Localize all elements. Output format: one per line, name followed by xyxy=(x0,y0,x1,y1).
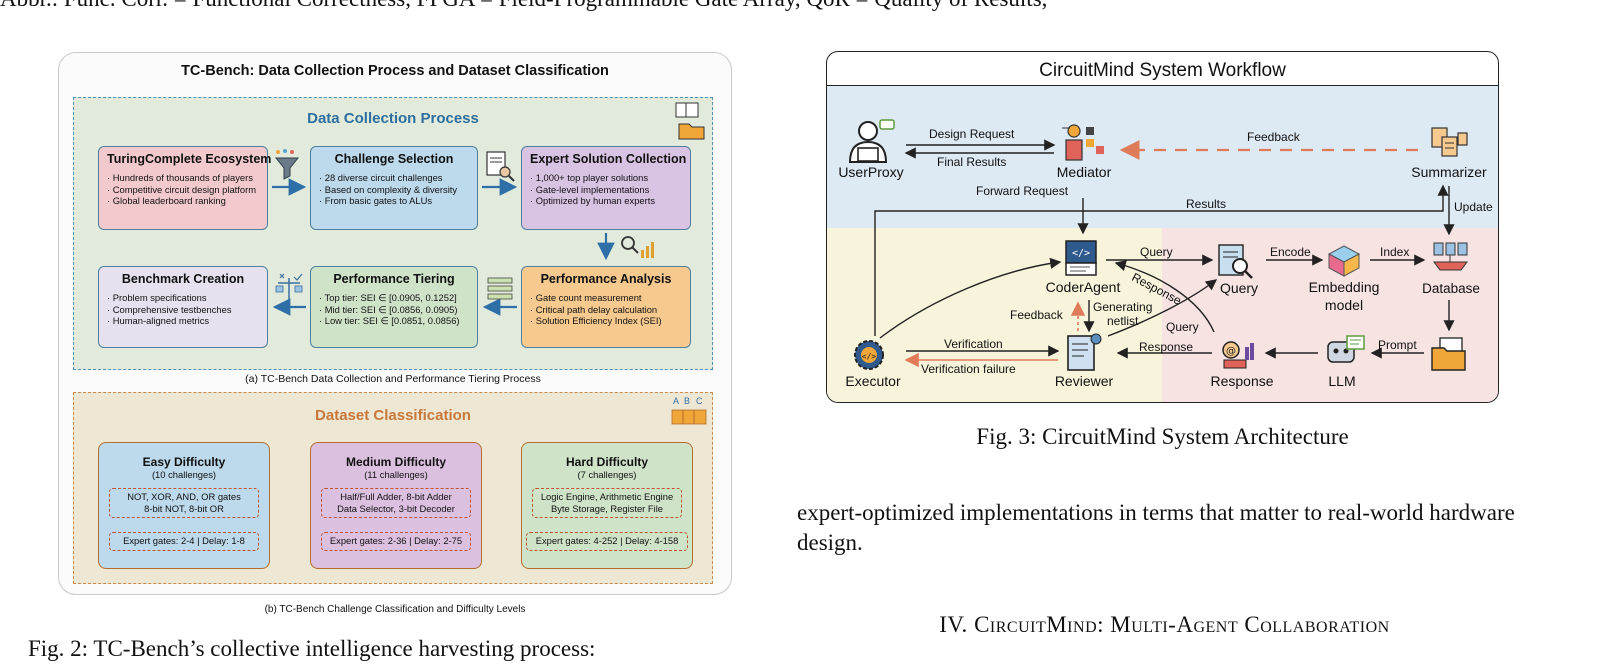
box-title: TuringComplete Ecosystem xyxy=(107,152,272,166)
box-line: · Comprehensive testbenches xyxy=(107,303,232,315)
box-line: · 1,000+ top player solutions xyxy=(530,172,649,183)
node-label-query: Query xyxy=(1219,280,1259,296)
edge-label-verification: Verification xyxy=(944,337,1003,351)
node-label-database: Database xyxy=(1422,281,1480,296)
easy-difficulty-card: Easy Difficulty (10 challenges) NOT, XOR… xyxy=(98,442,270,569)
edge-label-results: Results xyxy=(1186,197,1227,211)
box-line: · Solution Efficiency Index (SEI) xyxy=(530,315,662,326)
difficulty-examples: NOT, XOR, AND, OR gates 8-bit NOT, 8-bit… xyxy=(109,488,259,518)
hard-difficulty-card: Hard Difficulty (7 challenges) Logic Eng… xyxy=(521,442,693,569)
difficulty-title: Easy Difficulty xyxy=(142,455,226,469)
difficulty-examples: Logic Engine, Arithmetic Engine Byte Sto… xyxy=(532,488,682,518)
edge-label-index: Index xyxy=(1380,245,1410,259)
classification-caption: (b) TC-Bench Challenge Classification an… xyxy=(264,604,526,615)
box-title: Challenge Selection xyxy=(334,152,454,166)
box-performance-tiering: Performance Tiering · Top tier: SEI ∈ [0… xyxy=(310,266,478,348)
box-line: · Hundreds of thousands of players xyxy=(107,172,253,183)
edge-label-feedback: Feedback xyxy=(1247,130,1300,144)
box-expert-solution-collection: Expert Solution Collection · 1,000+ top … xyxy=(521,146,691,230)
data-collection-title: Data Collection Process xyxy=(307,110,479,127)
section-numeral: IV. xyxy=(939,612,968,637)
data-collection-caption: (a) TC-Bench Data Collection and Perform… xyxy=(245,373,541,385)
box-title: Benchmark Creation xyxy=(121,272,245,286)
difficulty-count: (7 challenges) xyxy=(577,469,637,480)
edge-label-generating-netlist: Generating netlist xyxy=(1093,300,1153,328)
title-divider xyxy=(827,85,1498,86)
box-title: Expert Solution Collection xyxy=(530,152,687,166)
edge-label-verification-failure: Verification failure xyxy=(921,362,1016,376)
box-challenge-selection: Challenge Selection · 28 diverse circuit… xyxy=(310,146,478,230)
body-paragraph: expert-optimized implementations in term… xyxy=(797,500,1515,555)
section-title: CircuitMind: Multi-Agent Collaboration xyxy=(974,612,1390,637)
node-label-executor: Executor xyxy=(845,373,901,389)
abc-icon-letter: A xyxy=(673,396,680,406)
figure-2-title: TC-Bench: Data Collection Process and Da… xyxy=(181,63,609,79)
difficulty-title: Hard Difficulty xyxy=(565,455,648,469)
node-label-llm: LLM xyxy=(1328,373,1356,389)
box-benchmark-creation: Benchmark Creation · Problem specificati… xyxy=(98,266,268,348)
box-line: · Based on complexity & diversity xyxy=(319,183,458,195)
box-line: · Top tier: SEI ∈ [0.0905, 0.1252] xyxy=(319,292,457,303)
box-line: · 28 diverse circuit challenges xyxy=(319,172,443,183)
edge-label-query-diagonal: Query xyxy=(1166,320,1199,334)
clipped-text-line: Abbr.: Func. Corr. = Functional Correctn… xyxy=(0,0,1613,12)
difficulty-title: Medium Difficulty xyxy=(345,455,446,469)
node-label-reviewer: Reviewer xyxy=(1054,373,1114,389)
example-line: 8-bit NOT, 8-bit OR xyxy=(144,503,224,514)
edge-label-prompt: Prompt xyxy=(1378,338,1417,352)
box-line: · Optimized by human experts xyxy=(530,195,656,206)
edge-label-final-results: Final Results xyxy=(937,155,1007,169)
example-line: NOT, XOR, AND, OR gates xyxy=(127,491,241,502)
edge-label-design-request: Design Request xyxy=(929,127,1015,141)
box-line: · From basic gates to ALUs xyxy=(319,195,433,206)
box-title: Performance Analysis xyxy=(540,272,672,286)
difficulty-examples: Half/Full Adder, 8-bit Adder Data Select… xyxy=(321,488,471,518)
box-line: · Low tier: SEI ∈ [0.0851, 0.0856) xyxy=(319,315,460,326)
medium-difficulty-card: Medium Difficulty (11 challenges) Half/F… xyxy=(310,442,482,569)
edge-label-feedback-mid: Feedback xyxy=(1010,308,1063,322)
node-label-response: Response xyxy=(1210,373,1274,389)
box-line: · Problem specifications xyxy=(107,292,207,303)
box-turingcomplete-ecosystem: TuringComplete Ecosystem · Hundreds of t… xyxy=(98,146,272,230)
node-label-userproxy: UserProxy xyxy=(838,164,904,180)
node-label-coderagent: CoderAgent xyxy=(1045,279,1121,295)
box-line: · Competitive circuit design platform xyxy=(107,183,257,195)
example-line: Logic Engine, Arithmetic Engine xyxy=(540,491,674,502)
box-line: · Gate-level implementations xyxy=(530,183,650,195)
box-line: · Gate count measurement xyxy=(530,292,642,303)
node-label-embedding-model: Embedding model xyxy=(1308,279,1380,313)
difficulty-count: (11 challenges) xyxy=(364,469,428,480)
abc-icon-letter: B xyxy=(684,396,691,406)
section-heading: IV. CircuitMind: Multi-Agent Collaborati… xyxy=(797,612,1532,638)
abc-icon-letter: C xyxy=(696,396,703,406)
box-line: · Critical path delay calculation xyxy=(530,303,658,315)
figure-2-caption: Fig. 2: TC-Bench’s collective intelligen… xyxy=(28,636,596,661)
box-title: Performance Tiering xyxy=(333,272,455,286)
figure-3-caption: Fig. 3: CircuitMind System Architecture xyxy=(976,424,1349,449)
figure-3-title: CircuitMind System Workflow xyxy=(1039,60,1286,81)
example-line: Data Selector, 3-bit Decoder xyxy=(337,503,455,514)
difficulty-stats: Expert gates: 2-36 | Delay: 2-75 xyxy=(321,532,471,551)
example-line: Half/Full Adder, 8-bit Adder xyxy=(340,491,452,502)
difficulty-stats: Expert gates: 2-4 | Delay: 1-8 xyxy=(109,532,259,551)
edge-label-forward-request: Forward Request xyxy=(976,184,1069,198)
box-line: · Human-aligned metrics xyxy=(107,315,210,326)
node-label-summarizer: Summarizer xyxy=(1411,164,1487,180)
edge-label-query: Query xyxy=(1140,245,1173,259)
classification-title: Dataset Classification xyxy=(315,407,471,424)
box-performance-analysis: Performance Analysis · Gate count measur… xyxy=(521,266,691,348)
box-line: · Global leaderboard ranking xyxy=(107,195,226,206)
edge-label-encode: Encode xyxy=(1270,245,1311,259)
box-line: · Mid tier: SEI ∈ [0.0856, 0.0905) xyxy=(319,303,458,315)
difficulty-count: (10 challenges) xyxy=(151,469,217,480)
node-label-mediator: Mediator xyxy=(1056,164,1112,180)
difficulty-stats: Expert gates: 4-252 | Delay: 4-158 xyxy=(526,532,688,551)
edge-label-response-bottom: Response xyxy=(1139,340,1194,354)
example-line: Byte Storage, Register File xyxy=(550,503,664,514)
edge-label-update: Update xyxy=(1454,200,1493,214)
